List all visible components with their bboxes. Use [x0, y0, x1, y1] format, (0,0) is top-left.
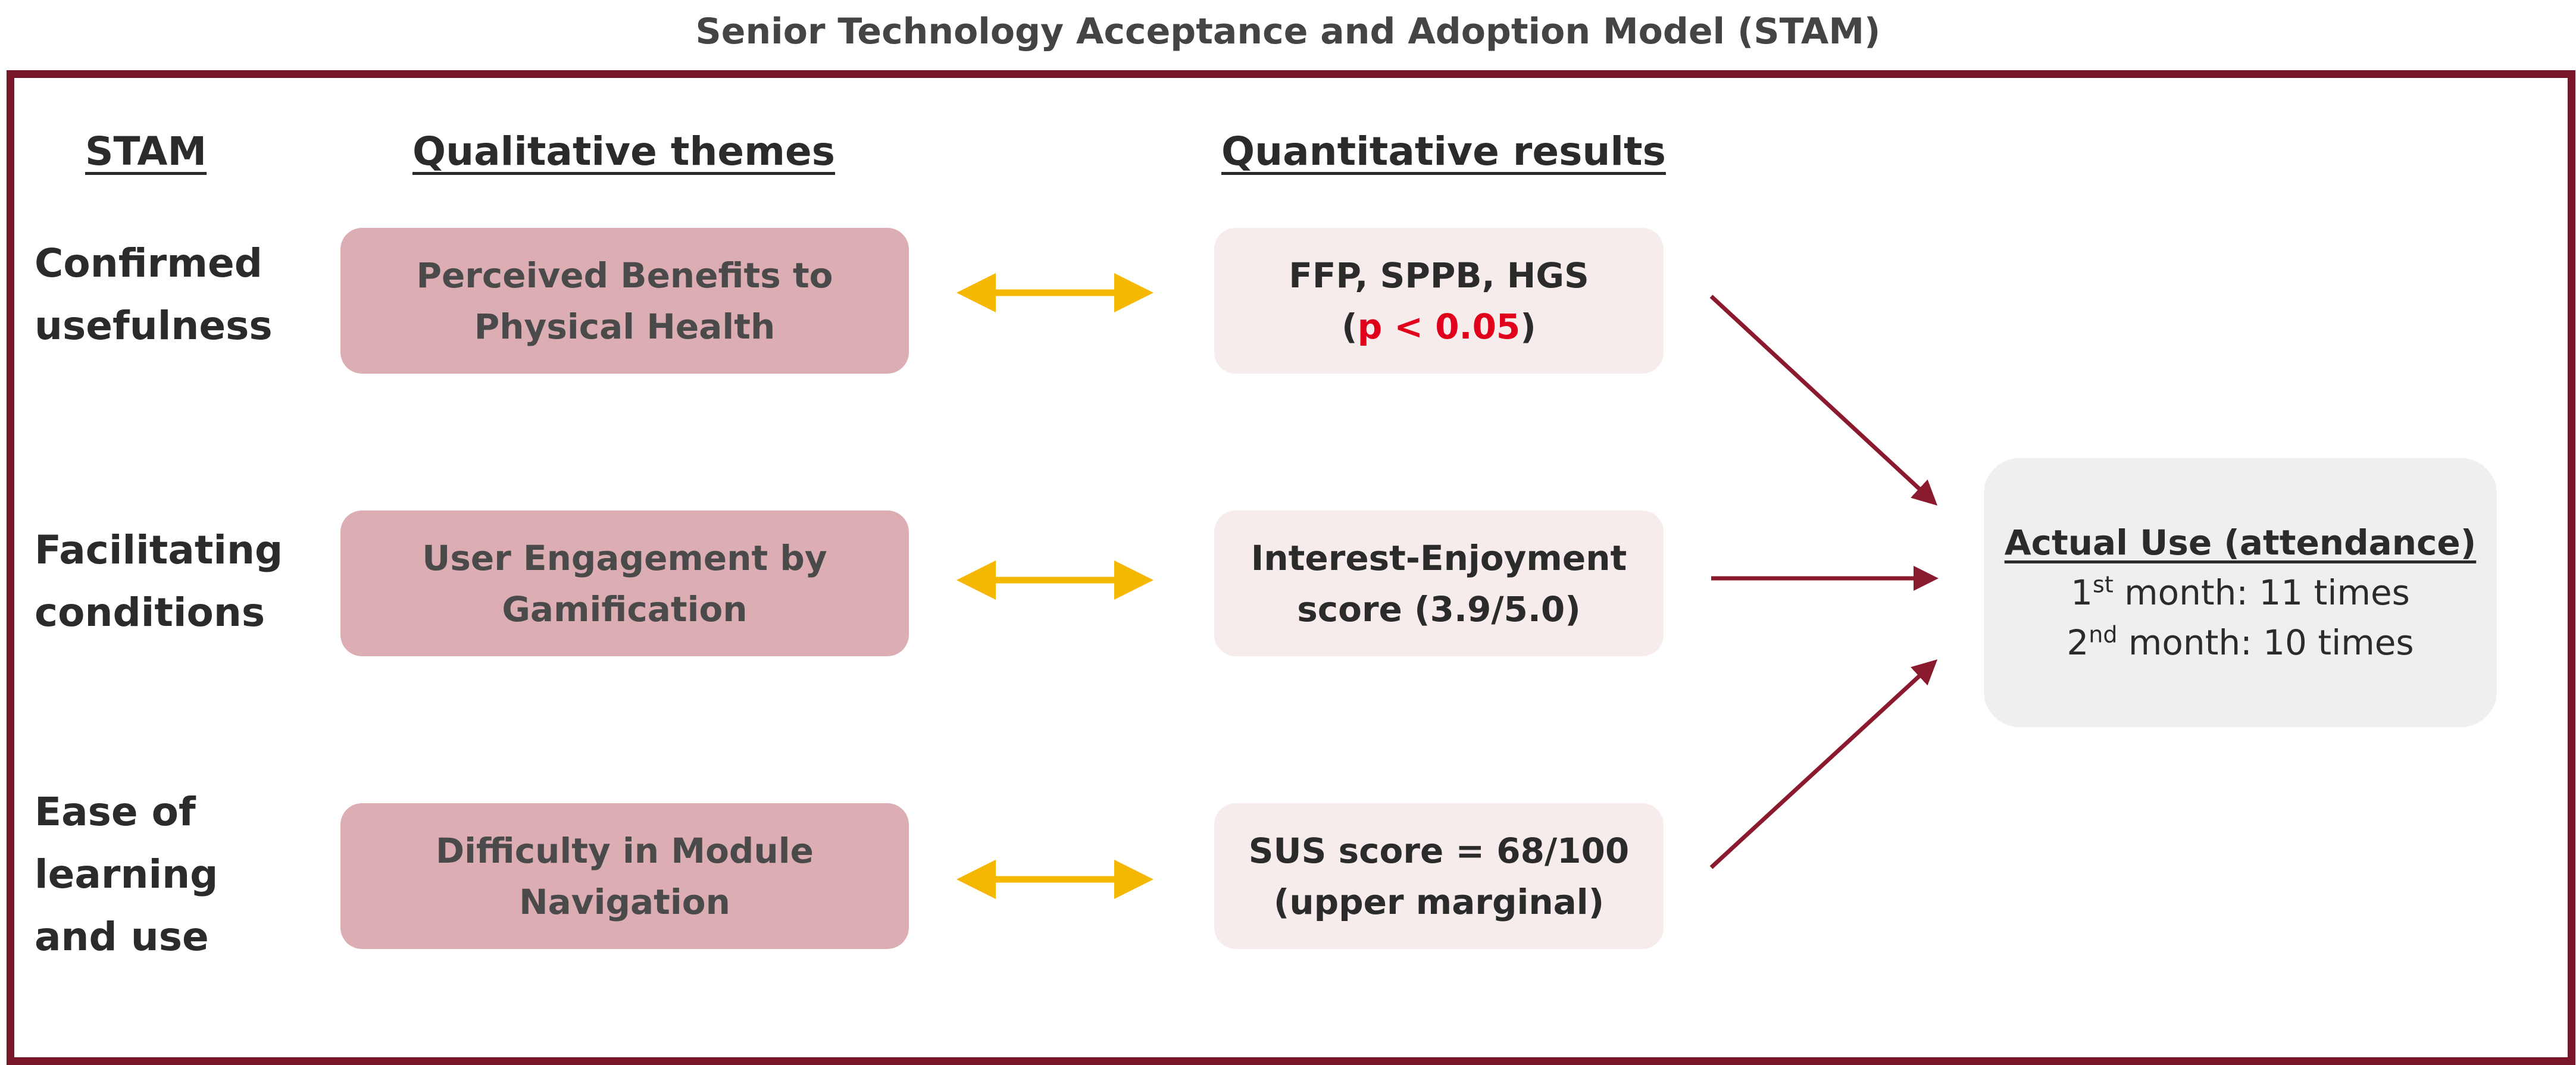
row-label-ease-of-learning: Ease of learning and use: [35, 781, 218, 968]
result-line: (p < 0.05): [1342, 301, 1536, 352]
row-label-confirmed-usefulness: Confirmed usefulness: [35, 232, 273, 357]
result-line: FFP, SPPB, HGS: [1289, 255, 1589, 296]
theme-line: Physical Health: [474, 306, 776, 347]
header-qualitative-themes: Qualitative themes: [412, 129, 836, 174]
row-label-line: Confirmed: [35, 240, 263, 286]
month-ordinal-suffix: nd: [2089, 621, 2118, 648]
theme-line: User Engagement by: [422, 537, 827, 578]
row-label-line: and use: [35, 914, 209, 960]
theme-line: Navigation: [519, 881, 730, 922]
outcome-month-2: 2nd month: 10 times: [2067, 618, 2414, 668]
month-number: 2: [2067, 622, 2089, 663]
outcome-box-actual-use: Actual Use (attendance) 1st month: 11 ti…: [1984, 458, 2497, 727]
result-line: (upper marginal): [1273, 881, 1605, 922]
theme-line: Perceived Benefits to: [416, 255, 833, 296]
header-quantitative-results: Quantitative results: [1221, 129, 1666, 174]
result-line: score (3.9/5.0): [1297, 588, 1581, 629]
theme-box-user-engagement: User Engagement by Gamification: [340, 510, 909, 656]
outcome-title: Actual Use (attendance): [2004, 522, 2477, 563]
header-stam: STAM: [85, 129, 207, 174]
p-value-highlight: p < 0.05: [1357, 306, 1521, 347]
result-line: Interest-Enjoyment: [1251, 537, 1627, 578]
paren-open: (: [1342, 306, 1358, 347]
month-ordinal-suffix: st: [2093, 571, 2114, 598]
diagram-title: Senior Technology Acceptance and Adoptio…: [695, 11, 1881, 52]
row-label-line: Ease of: [35, 789, 196, 835]
paren-close: ): [1520, 306, 1536, 347]
row-label-facilitating-conditions: Facilitating conditions: [35, 519, 283, 644]
row-label-line: usefulness: [35, 303, 273, 349]
theme-line: Gamification: [502, 588, 748, 629]
row-label-line: conditions: [35, 590, 265, 635]
row-label-line: learning: [35, 851, 218, 897]
month-number: 1: [2071, 572, 2093, 613]
month-text: month: 11 times: [2113, 572, 2410, 613]
outcome-month-1: 1st month: 11 times: [2071, 568, 2410, 618]
result-box-sus-score: SUS score = 68/100 (upper marginal): [1214, 803, 1664, 949]
result-line: SUS score = 68/100: [1248, 830, 1630, 871]
result-box-ffp-sppb-hgs: FFP, SPPB, HGS (p < 0.05): [1214, 228, 1664, 374]
result-box-interest-enjoyment: Interest-Enjoyment score (3.9/5.0): [1214, 510, 1664, 656]
month-text: month: 10 times: [2117, 622, 2414, 663]
theme-line: Difficulty in Module: [436, 830, 814, 871]
theme-box-difficulty-navigation: Difficulty in Module Navigation: [340, 803, 909, 949]
theme-box-perceived-benefits: Perceived Benefits to Physical Health: [340, 228, 909, 374]
row-label-line: Facilitating: [35, 527, 283, 573]
